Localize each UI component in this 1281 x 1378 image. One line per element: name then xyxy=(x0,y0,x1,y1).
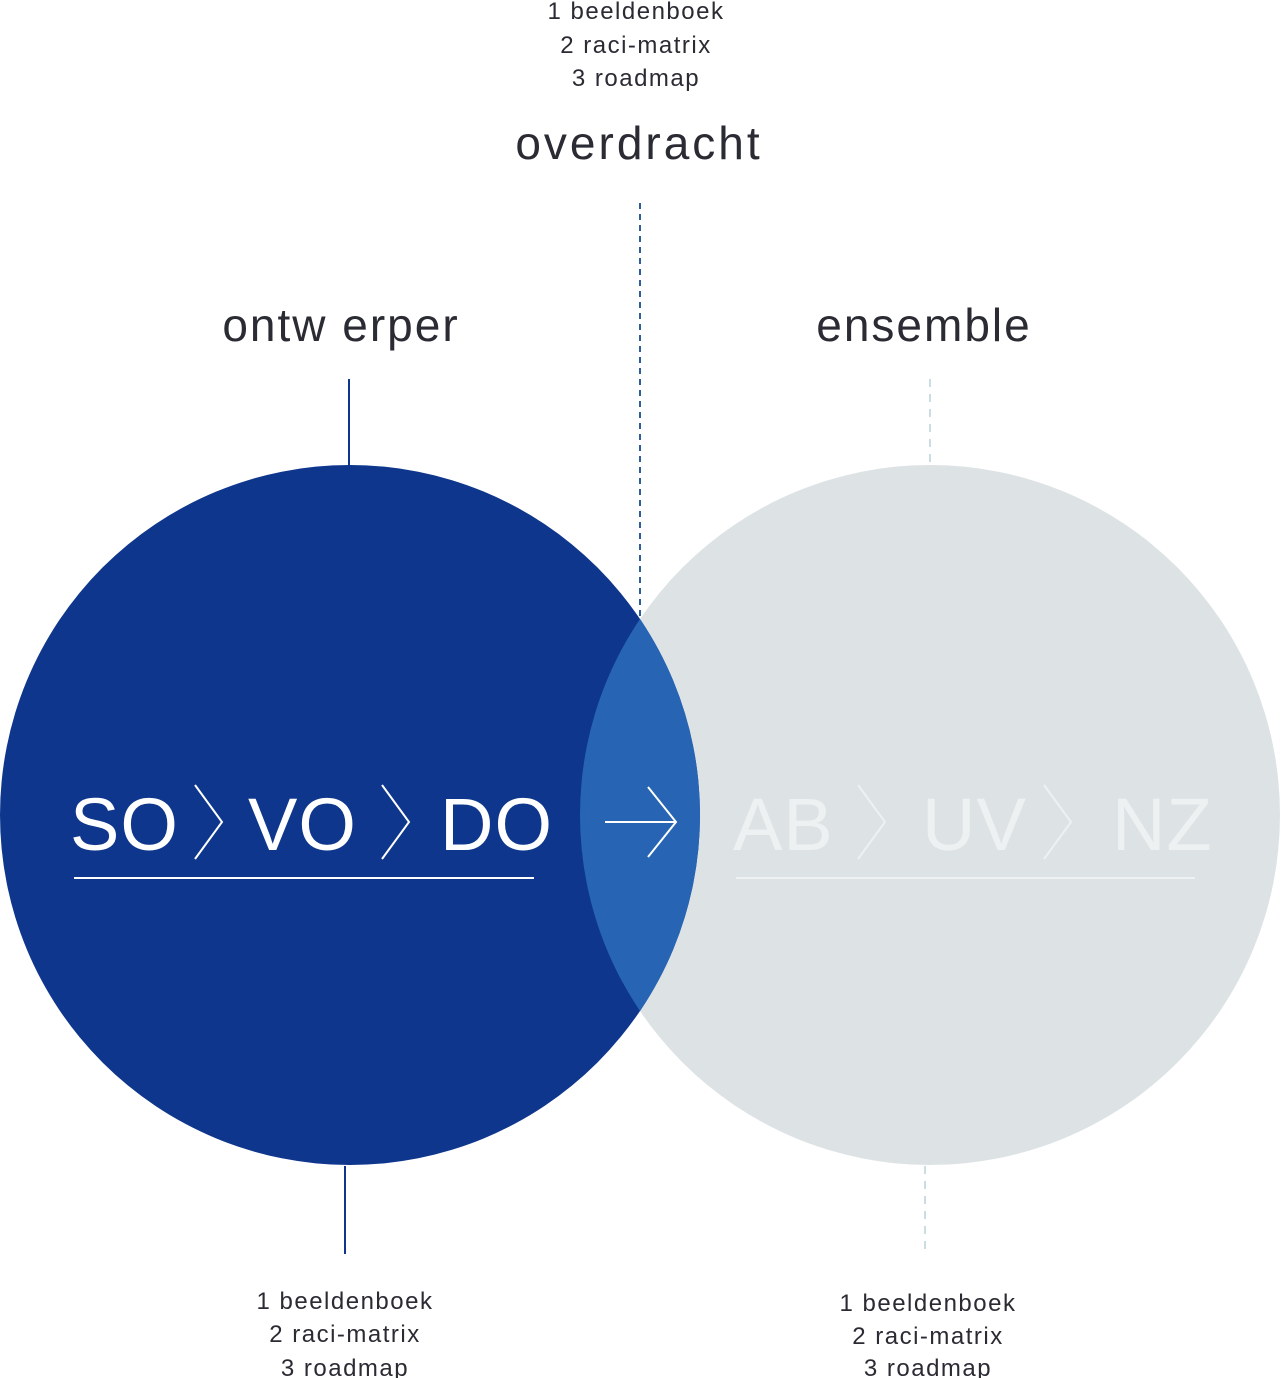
ensemble-title: ensemble xyxy=(816,299,1031,351)
chevron-right-icon xyxy=(381,784,411,860)
designer-items: 1 beeldenboek 2 raci-matrix 3 roadmap xyxy=(257,1288,434,1378)
ensemble-items: 1 beeldenboek 2 raci-matrix 3 roadmap xyxy=(840,1290,1017,1378)
ensemble-item-2: 2 raci-matrix xyxy=(852,1323,1004,1350)
phase-so: SO xyxy=(70,783,179,866)
chevron-right-icon xyxy=(194,784,224,860)
designer-title: ontw erper xyxy=(222,299,459,351)
chevron-right-icon xyxy=(857,784,887,860)
arrow-right-icon xyxy=(605,786,678,858)
overdracht-title: overdracht xyxy=(515,117,762,169)
ensemble-item-3: 3 roadmap xyxy=(864,1355,992,1378)
designer-item-3: 3 roadmap xyxy=(281,1355,409,1378)
overdracht-item-1: 1 beeldenboek xyxy=(548,0,725,25)
ensemble-item-1: 1 beeldenboek xyxy=(840,1290,1017,1317)
chevron-right-icon xyxy=(1043,784,1073,860)
phase-do: DO xyxy=(440,783,553,866)
overdracht-items: 1 beeldenboek 2 raci-matrix 3 roadmap xyxy=(548,0,725,92)
overdracht-item-3: 3 roadmap xyxy=(572,65,700,92)
overdracht-item-2: 2 raci-matrix xyxy=(560,32,712,59)
designer-item-2: 2 raci-matrix xyxy=(269,1321,421,1348)
ensemble-phases: AB UV NZ xyxy=(733,783,1213,879)
phase-vo: VO xyxy=(248,783,357,866)
designer-circle xyxy=(0,465,700,1165)
phase-nz: NZ xyxy=(1112,783,1213,866)
phase-uv: UV xyxy=(922,783,1027,866)
phase-ab: AB xyxy=(733,783,834,866)
designer-item-1: 1 beeldenboek xyxy=(257,1288,434,1315)
ensemble-circle xyxy=(580,465,1280,1165)
designer-phases: SO VO DO xyxy=(70,783,553,879)
